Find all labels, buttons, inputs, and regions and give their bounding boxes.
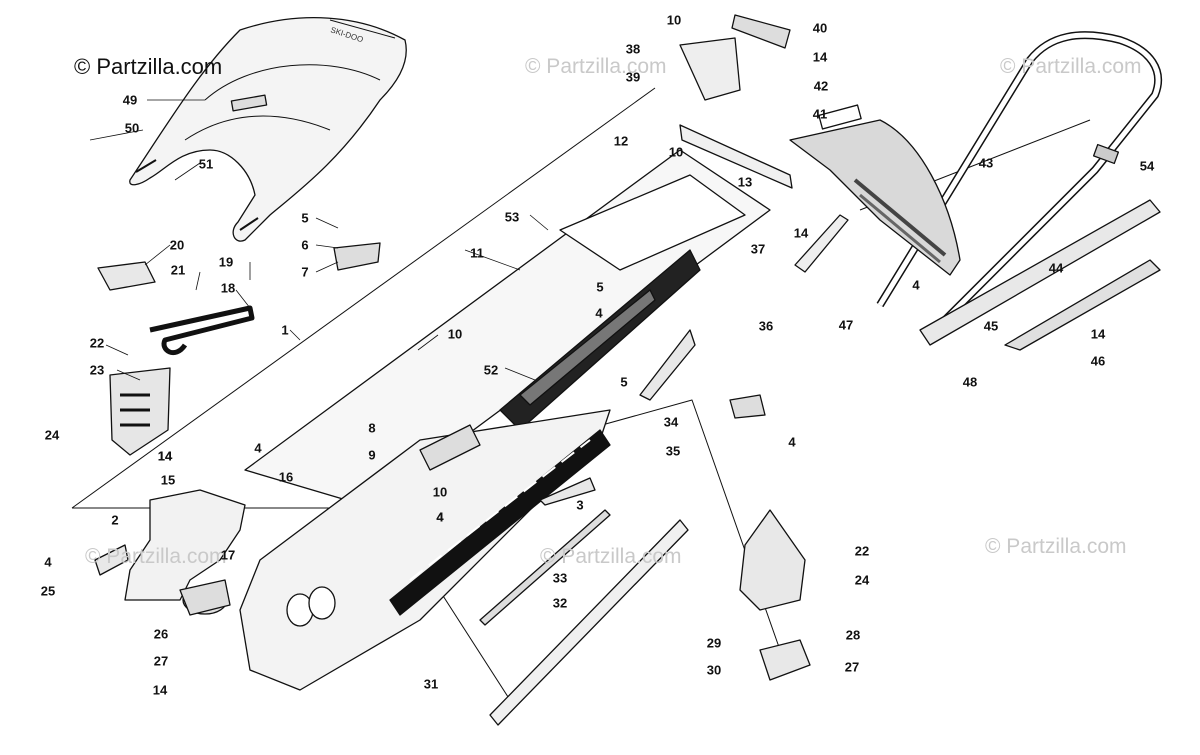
- callout-label[interactable]: 34: [663, 414, 679, 430]
- callout-label[interactable]: 33: [552, 570, 568, 586]
- callout-label[interactable]: 14: [793, 225, 809, 241]
- callout-label[interactable]: 31: [423, 676, 439, 692]
- callout-label[interactable]: 22: [854, 543, 870, 559]
- callout-label[interactable]: 19: [218, 254, 234, 270]
- tunnel: [244, 149, 771, 511]
- callout-label[interactable]: 2: [111, 512, 119, 528]
- callout-label[interactable]: 46: [1090, 353, 1106, 369]
- callout-label[interactable]: 26: [153, 626, 169, 642]
- callout-label[interactable]: 4: [44, 554, 52, 570]
- callout-label[interactable]: 4: [436, 509, 444, 525]
- callout-label[interactable]: 23: [89, 362, 105, 378]
- copyright-text: © Partzilla.com: [74, 54, 223, 79]
- callout-label[interactable]: 49: [122, 92, 138, 108]
- callout-label[interactable]: 5: [620, 374, 628, 390]
- callout-label[interactable]: 5: [596, 279, 604, 295]
- callout-label[interactable]: 10: [432, 484, 448, 500]
- callout-label[interactable]: 47: [838, 317, 854, 333]
- callout-label[interactable]: 43: [978, 155, 994, 171]
- callout-label[interactable]: 28: [845, 627, 861, 643]
- rail-and-plate: [919, 199, 1161, 351]
- leader-lines: [89, 99, 549, 381]
- callout-label[interactable]: 4: [912, 277, 920, 293]
- callout-label[interactable]: 41: [812, 106, 828, 122]
- callout-label[interactable]: 18: [220, 280, 236, 296]
- small-parts: [94, 242, 811, 726]
- seat: SKI-DOO: [129, 17, 407, 242]
- callout-label[interactable]: 30: [706, 662, 722, 678]
- watermark: © Partzilla.com: [85, 545, 227, 568]
- callout-label[interactable]: 24: [44, 427, 60, 443]
- callout-label[interactable]: 8: [368, 420, 376, 436]
- callout-label[interactable]: 14: [812, 49, 828, 65]
- callout-label[interactable]: 48: [962, 374, 978, 390]
- callout-label[interactable]: 4: [595, 305, 603, 321]
- callout-label[interactable]: 10: [666, 12, 682, 28]
- callout-label[interactable]: 35: [665, 443, 681, 459]
- callout-label[interactable]: 50: [124, 120, 140, 136]
- callout-label[interactable]: 3: [576, 497, 584, 513]
- callout-label[interactable]: 7: [301, 264, 309, 280]
- watermark: © Partzilla.com: [985, 535, 1127, 558]
- callout-label[interactable]: 4: [788, 434, 796, 450]
- brackets: [679, 14, 849, 273]
- callout-label[interactable]: 29: [706, 635, 722, 651]
- watermark: © Partzilla.com: [1000, 55, 1142, 78]
- callout-label[interactable]: 24: [854, 572, 870, 588]
- callout-label[interactable]: 15: [160, 472, 176, 488]
- callout-label[interactable]: 14: [157, 448, 173, 464]
- callout-label[interactable]: 54: [1139, 158, 1155, 174]
- callout-label[interactable]: 9: [368, 447, 376, 463]
- callout-label[interactable]: 10: [668, 144, 684, 160]
- footrest: [109, 305, 255, 456]
- callout-label[interactable]: 11: [470, 245, 484, 261]
- callout-label[interactable]: 38: [625, 41, 641, 57]
- callout-label[interactable]: 40: [812, 20, 828, 36]
- callout-label[interactable]: 32: [552, 595, 568, 611]
- callout-label[interactable]: 4: [254, 440, 262, 456]
- callout-label[interactable]: 13: [737, 174, 753, 190]
- callout-label[interactable]: 44: [1048, 260, 1064, 276]
- callout-label[interactable]: 25: [40, 583, 56, 599]
- callout-label[interactable]: 20: [169, 237, 185, 253]
- watermark: © Partzilla.com: [525, 55, 667, 78]
- callout-label[interactable]: 53: [504, 209, 520, 225]
- watermark: © Partzilla.com: [540, 545, 682, 568]
- callout-label[interactable]: 17: [220, 547, 236, 563]
- callout-label[interactable]: 27: [844, 659, 860, 675]
- callout-label[interactable]: 27: [153, 653, 169, 669]
- callout-label[interactable]: 37: [750, 241, 766, 257]
- callout-label[interactable]: 14: [1090, 326, 1106, 342]
- callout-label[interactable]: 39: [625, 69, 641, 85]
- rear-bumper: [876, 31, 1163, 333]
- side-panel: [239, 409, 611, 691]
- callout-label[interactable]: 51: [198, 156, 214, 172]
- callout-label[interactable]: 36: [758, 318, 774, 334]
- callout-label[interactable]: 12: [613, 133, 629, 149]
- callout-label[interactable]: 4: [436, 509, 444, 525]
- callout-label[interactable]: 22: [89, 335, 105, 351]
- callout-label[interactable]: 21: [170, 262, 186, 278]
- callout-label[interactable]: 1: [281, 322, 289, 338]
- callout-label[interactable]: 42: [813, 78, 829, 94]
- callout-label[interactable]: 10: [447, 326, 463, 342]
- callout-label[interactable]: 6: [301, 237, 309, 253]
- callout-label[interactable]: 52: [483, 362, 499, 378]
- tail-light: [789, 104, 961, 276]
- reference-lines: [71, 87, 1091, 701]
- callout-label[interactable]: 14: [152, 682, 168, 698]
- callout-label[interactable]: 16: [278, 469, 294, 485]
- callout-label[interactable]: 45: [983, 318, 999, 334]
- callout-label[interactable]: 5: [301, 210, 309, 226]
- callout-label[interactable]: 14: [157, 448, 173, 464]
